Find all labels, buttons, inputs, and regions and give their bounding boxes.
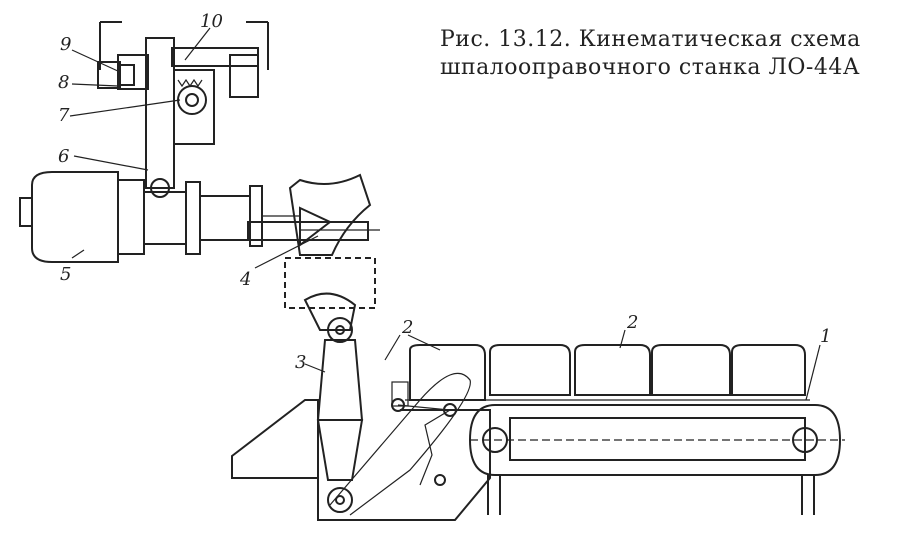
label-7: 7: [58, 105, 70, 126]
leader-lines: [69, 27, 821, 401]
label-10: 10: [200, 11, 223, 32]
label-3: 3: [295, 352, 306, 373]
motor: [19, 171, 300, 263]
eccentric-cam: [247, 173, 380, 309]
label-6: 6: [58, 146, 69, 167]
figure-caption: Рис. 13.12. Кинематическая схема шпалооп…: [440, 26, 880, 82]
label-2b: 2: [626, 312, 638, 333]
label-4: 4: [239, 269, 251, 290]
gear-assembly: [97, 21, 269, 189]
label-9: 9: [60, 34, 71, 55]
caption-line-1: Рис. 13.12. Кинематическая схема: [440, 27, 861, 52]
linkage: [391, 381, 457, 486]
sleepers: [405, 344, 810, 401]
label-1: 1: [820, 326, 831, 347]
caption-line-2: шпалооправочного станка ЛО-44А: [440, 55, 861, 80]
label-2a: 2: [401, 317, 413, 338]
label-8: 8: [58, 72, 69, 93]
lever-frame: [231, 292, 491, 521]
label-5: 5: [60, 264, 71, 285]
conveyor: [468, 404, 845, 515]
